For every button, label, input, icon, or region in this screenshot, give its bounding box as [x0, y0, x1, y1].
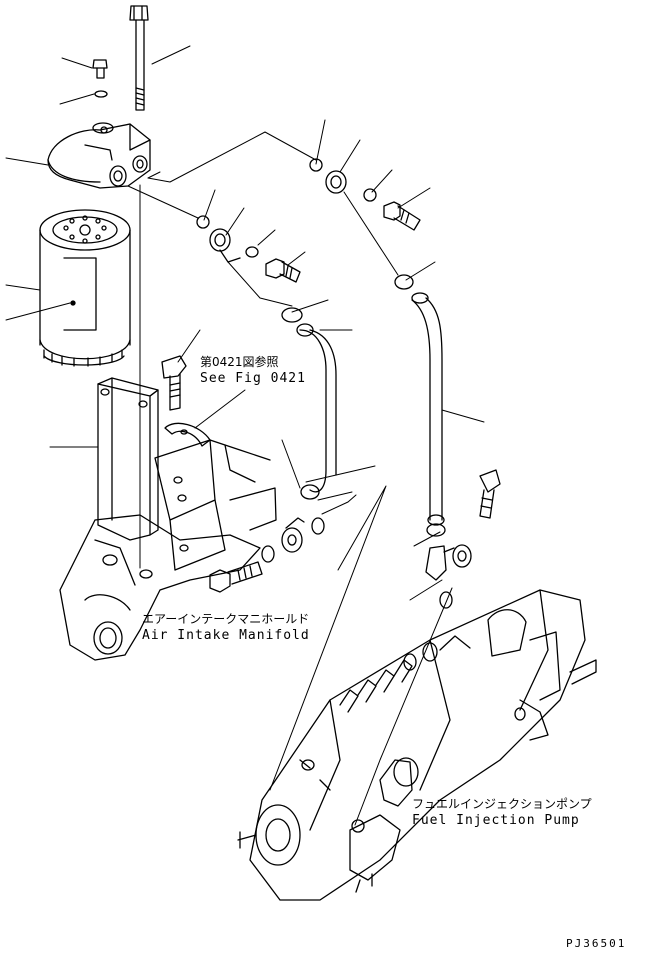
long-bolt: [129, 5, 149, 111]
washer: [311, 517, 325, 535]
bracket-bolt: [161, 355, 187, 411]
pump-label-en: Fuel Injection Pump: [412, 813, 580, 828]
eye-fitting: [325, 170, 347, 194]
pump-label-jp: フュエルインジェクションポンプ: [412, 797, 592, 811]
banjo-bolt: [265, 258, 301, 283]
fuel-hose-right: [411, 292, 445, 526]
ref-fig-en: See Fig 0421: [200, 371, 306, 386]
washer: [309, 158, 323, 172]
air-intake-manifold: [59, 514, 261, 661]
clamp-clip: [164, 422, 211, 447]
banjo-bolt: [383, 201, 421, 231]
right-bolt: [479, 469, 501, 519]
hose-clamp: [281, 307, 303, 323]
washer: [245, 246, 259, 258]
washer: [94, 90, 108, 98]
washer: [439, 591, 453, 609]
side-bracket: [154, 439, 277, 571]
filter-head: [47, 122, 151, 189]
hose-clamp: [426, 523, 446, 537]
elbow-fitting: [425, 544, 472, 581]
hatching: [305, 465, 376, 501]
banjo-bolt-left: [209, 561, 263, 593]
washer: [196, 215, 210, 229]
ref-fig-jp: 第0421図参照: [200, 355, 279, 369]
small-bolt: [92, 59, 108, 79]
hose-clamp: [394, 274, 414, 290]
drawing-number: PJ36501: [566, 937, 627, 950]
manifold-label-en: Air Intake Manifold: [142, 628, 310, 643]
fuel-hose-left: [296, 323, 337, 500]
washer: [363, 188, 377, 202]
fuel-injection-pump: [237, 589, 597, 901]
eye-fitting: [209, 228, 241, 263]
manifold-label-jp: エアーインテークマニホールド: [142, 612, 310, 626]
washer: [261, 545, 275, 563]
leader-lines: [5, 45, 485, 826]
banjo-fitting-left: [281, 517, 305, 553]
fuel-filter: [39, 209, 131, 367]
